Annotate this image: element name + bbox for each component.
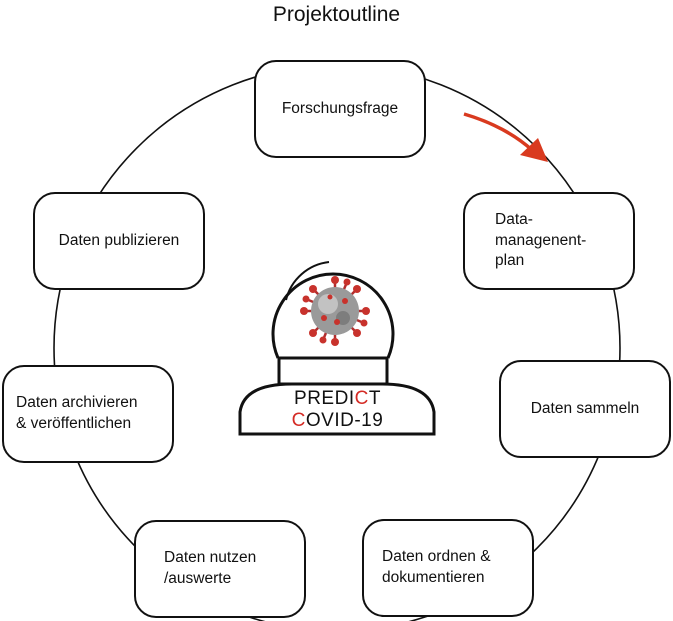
logo-line-predict: PREDICT bbox=[240, 389, 435, 409]
step-label: Daten publizieren bbox=[58, 231, 180, 249]
step-datamanagementplan: Data- managenent- plan bbox=[463, 192, 635, 290]
logo-line-covid: COVID-19 bbox=[240, 411, 435, 431]
logo-text-ovid: OVID-19 bbox=[305, 410, 384, 431]
diagram-title: Projektoutline bbox=[272, 3, 401, 26]
coronavirus-icon bbox=[300, 276, 370, 346]
step-daten-sammeln: Daten sammeln bbox=[499, 360, 671, 458]
step-label: Daten nutzen /auswerte bbox=[164, 549, 257, 587]
step-label: Daten archivieren & veröffentlichen bbox=[16, 394, 138, 432]
step-daten-ordnen: Daten ordnen & dokumentieren bbox=[362, 519, 534, 617]
step-label: Data- managenent- plan bbox=[495, 210, 587, 270]
direction-arrow-icon bbox=[463, 112, 548, 162]
step-daten-publizieren: Daten publizieren bbox=[33, 192, 205, 290]
logo-text-t: T bbox=[368, 388, 381, 409]
logo-text-predi: PREDI bbox=[294, 388, 355, 409]
crystal-ball-icon bbox=[238, 261, 436, 436]
step-daten-nutzen: Daten nutzen /auswerte bbox=[134, 520, 306, 618]
step-label: Daten sammeln bbox=[530, 399, 640, 417]
step-label: Daten ordnen & dokumentieren bbox=[382, 548, 491, 586]
step-forschungsfrage: Forschungsfrage bbox=[254, 60, 426, 158]
step-label: Forschungsfrage bbox=[281, 99, 399, 117]
logo-text-c-red: C bbox=[354, 388, 369, 409]
logo-text-c-red-2: C bbox=[291, 410, 306, 431]
step-daten-archivieren: Daten archivieren & veröffentlichen bbox=[2, 365, 174, 463]
